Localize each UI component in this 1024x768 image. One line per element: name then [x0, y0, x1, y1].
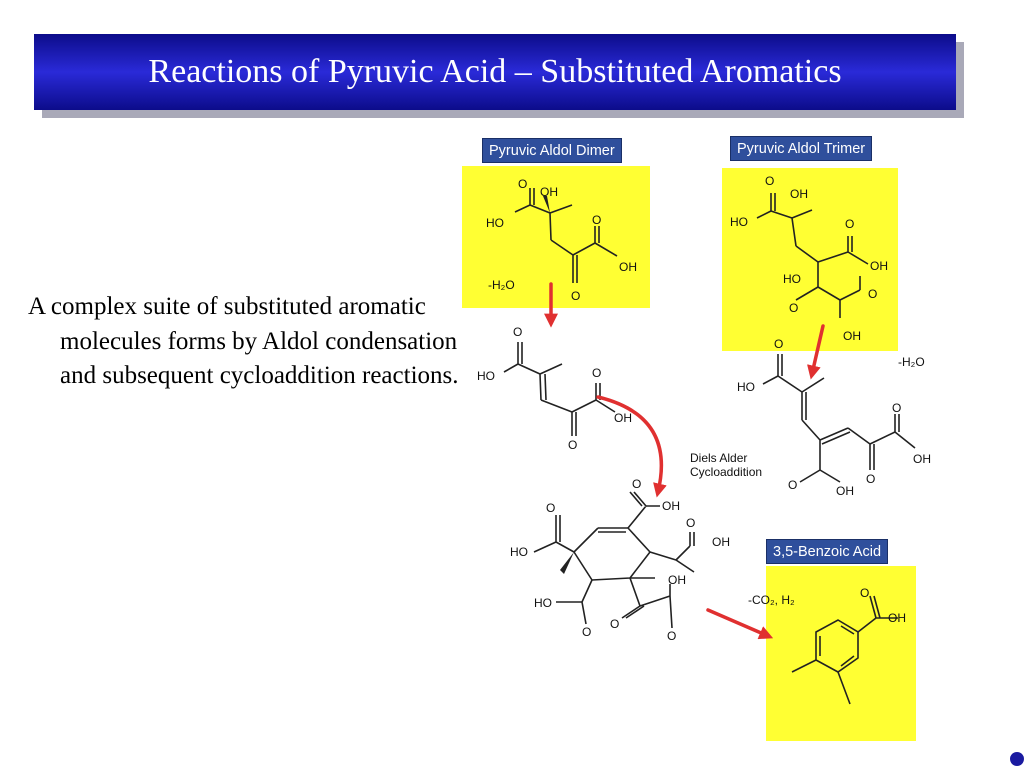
ddimer-atom-ho1: HO	[477, 369, 495, 383]
cyclo-atom-oh3: OH	[668, 573, 686, 587]
trimer-atom-o4: O	[868, 287, 877, 301]
dimer-atom-oh1: OH	[540, 185, 558, 199]
benzoic-highlight-box	[766, 566, 916, 741]
dimer-atom-oh2: OH	[619, 260, 637, 274]
trimer-structure: O OH HO O OH HO O O OH	[730, 174, 888, 343]
label-benzoic-acid: 3,5-Benzoic Acid	[766, 539, 889, 564]
cyclo-atom-ho1: HO	[510, 545, 528, 559]
ddimer-atom-o1: O	[513, 325, 522, 339]
cycloadduct-wedge	[560, 552, 574, 574]
dtrimer-atom-o3: O	[866, 472, 875, 486]
cycloadduct-structure: O OH O OH O HO HO O OH O O	[510, 477, 730, 643]
dtrimer-atom-o4: O	[788, 478, 797, 492]
dtrimer-atom-o2: O	[892, 401, 901, 415]
trimer-atom-oh3: OH	[843, 329, 861, 343]
cyclo-atom-o5: O	[610, 617, 619, 631]
arrow-diels-alder	[596, 395, 667, 498]
dimer-wedge	[543, 196, 550, 213]
trimer-atom-oh2: OH	[870, 259, 888, 273]
dimer-structure: O OH HO O OH O -H₂O	[486, 177, 637, 303]
arrow-trimer-dehydration	[807, 324, 825, 380]
note-minus-water-left: -H₂O	[488, 278, 515, 292]
dimer-highlight-box	[462, 166, 650, 308]
dimer-atom-o2: O	[592, 213, 601, 227]
title-bar: Reactions of Pyruvic Acid – Substituted …	[34, 34, 956, 110]
note-decarboxylation: -CO₂, H₂	[748, 593, 795, 607]
ddimer-atom-o2: O	[592, 366, 601, 380]
trimer-atom-ho2: HO	[783, 272, 801, 286]
cyclo-atom-o2: O	[686, 516, 695, 530]
trimer-atom-o1: O	[765, 174, 774, 188]
cyclo-atom-ho2: HO	[534, 596, 552, 610]
trimer-atom-oh1: OH	[790, 187, 808, 201]
ddimer-atom-oh1: OH	[614, 411, 632, 425]
dehydrated-trimer-structure: O HO O OH O O OH -H₂O	[737, 337, 931, 498]
cyclo-atom-oh1: OH	[662, 499, 680, 513]
arrow-aromatization	[706, 608, 774, 640]
label-pyruvic-aldol-dimer: Pyruvic Aldol Dimer	[482, 138, 622, 163]
trimer-atom-ho1: HO	[730, 215, 748, 229]
cyclo-atom-o4: O	[582, 625, 591, 639]
slide-body-text: A complex suite of substituted aromatic …	[28, 293, 459, 389]
benzoic-acid-structure: O OH -CO₂, H₂	[748, 586, 906, 705]
dehydrated-dimer-structure: O HO O OH O	[477, 325, 632, 452]
note-diels-alder-line2: Cycloaddition	[690, 465, 762, 479]
dtrimer-atom-oh2: OH	[836, 484, 854, 498]
dimer-atom-o1: O	[518, 177, 527, 191]
dtrimer-atom-o1: O	[774, 337, 783, 351]
label-pyruvic-aldol-trimer: Pyruvic Aldol Trimer	[730, 136, 873, 161]
dtrimer-atom-oh1: OH	[913, 452, 931, 466]
slide-title: Reactions of Pyruvic Acid – Substituted …	[148, 53, 842, 90]
cyclo-atom-o1: O	[632, 477, 641, 491]
dimer-atom-ho1: HO	[486, 216, 504, 230]
cyclo-atom-oh2: OH	[712, 535, 730, 549]
note-diels-alder-line1: Diels Alder	[690, 451, 747, 465]
benzoic-atom-oh: OH	[888, 611, 906, 625]
cyclo-atom-o3: O	[546, 501, 555, 515]
dimer-atom-o3: O	[571, 289, 580, 303]
benzoic-atom-o: O	[860, 586, 869, 600]
slide-corner-dot	[1010, 752, 1024, 766]
ddimer-atom-o3: O	[568, 438, 577, 452]
trimer-highlight-box	[722, 168, 898, 351]
cyclo-atom-o6: O	[667, 629, 676, 643]
trimer-atom-o2: O	[845, 217, 854, 231]
trimer-atom-o3: O	[789, 301, 798, 315]
note-minus-water-right: -H₂O	[898, 355, 925, 369]
dtrimer-atom-ho1: HO	[737, 380, 755, 394]
